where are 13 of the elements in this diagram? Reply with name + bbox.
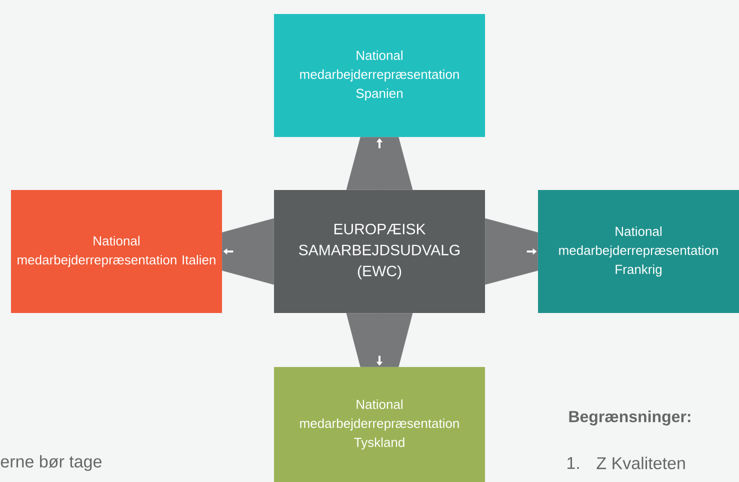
box: EUROPÆISK SAMARBEJDSUDVALG (EWC) <box>274 190 485 313</box>
arrow <box>346 312 413 368</box>
box: National medarbejderrepræsentation Italien <box>11 190 222 313</box>
arrow <box>222 218 274 285</box>
note-text: erne bør tage <box>0 455 102 471</box>
list-item: Z Kvaliteten <box>596 456 685 470</box>
list-number: 1. <box>568 457 579 469</box>
box: National medarbejderrepræsentation Tyskland <box>274 367 485 482</box>
box: National medarbejderrepræsentation Spanien <box>274 14 485 137</box>
arrow <box>346 136 413 190</box>
arrow <box>484 218 538 285</box>
heading: Begrænsninger: <box>569 410 690 426</box>
box: National medarbejderrepræsentation Frankrig <box>538 190 739 313</box>
